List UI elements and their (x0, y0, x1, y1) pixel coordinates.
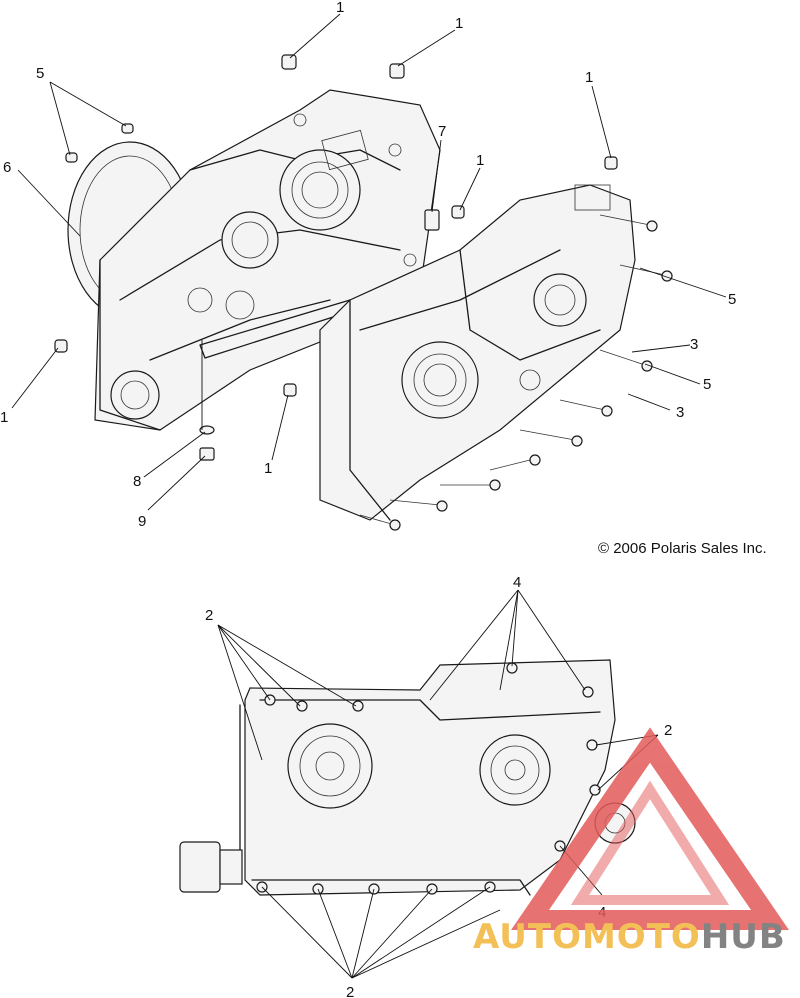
callout-9: 9 (138, 513, 146, 530)
callout-5: 5 (36, 65, 44, 82)
oil-filter (179, 841, 221, 893)
dowel-pins (54, 54, 618, 461)
callout-1: 1 (476, 152, 484, 169)
right-main-bearing-boss (401, 341, 479, 419)
callout-1: 1 (0, 409, 8, 426)
leader-lines (11, 13, 727, 511)
assembled-crankcase (179, 659, 636, 896)
watermark-text: AUTOMOTOHUB (473, 917, 786, 957)
callout-2: 2 (664, 722, 672, 739)
copyright-notice: © 2006 Polaris Sales Inc. (598, 540, 767, 557)
automotohub-watermark: AUTOMOTOHUB (473, 727, 789, 957)
callout-5: 5 (728, 291, 736, 308)
callout-7: 7 (438, 123, 446, 140)
callout-labels: 1 1 5 1 7 1 6 5 3 5 3 1 1 8 9 4 2 2 4 2 (0, 0, 736, 998)
callout-3: 3 (690, 336, 698, 353)
right-case-body (319, 184, 636, 521)
watermark-text-part1: AUTOMOTO (473, 917, 701, 957)
right-crankcase-half (319, 184, 673, 531)
callout-1: 1 (585, 69, 593, 86)
callout-1: 1 (455, 15, 463, 32)
assembled-case-body (244, 659, 616, 896)
left-crankcase-half (67, 89, 441, 431)
callout-2: 2 (205, 607, 213, 624)
assembled-left-bearing (287, 723, 373, 809)
callout-1: 1 (336, 0, 344, 16)
callout-8: 8 (133, 473, 141, 490)
callout-4: 4 (513, 574, 521, 591)
callout-1: 1 (264, 460, 272, 477)
callout-3: 3 (676, 404, 684, 421)
callout-2: 2 (346, 984, 354, 998)
watermark-triangle (511, 727, 789, 930)
callout-6: 6 (3, 159, 11, 176)
callout-5: 5 (703, 376, 711, 393)
watermark-text-part2: HUB (701, 917, 786, 957)
assembled-right-bearing (479, 734, 551, 806)
